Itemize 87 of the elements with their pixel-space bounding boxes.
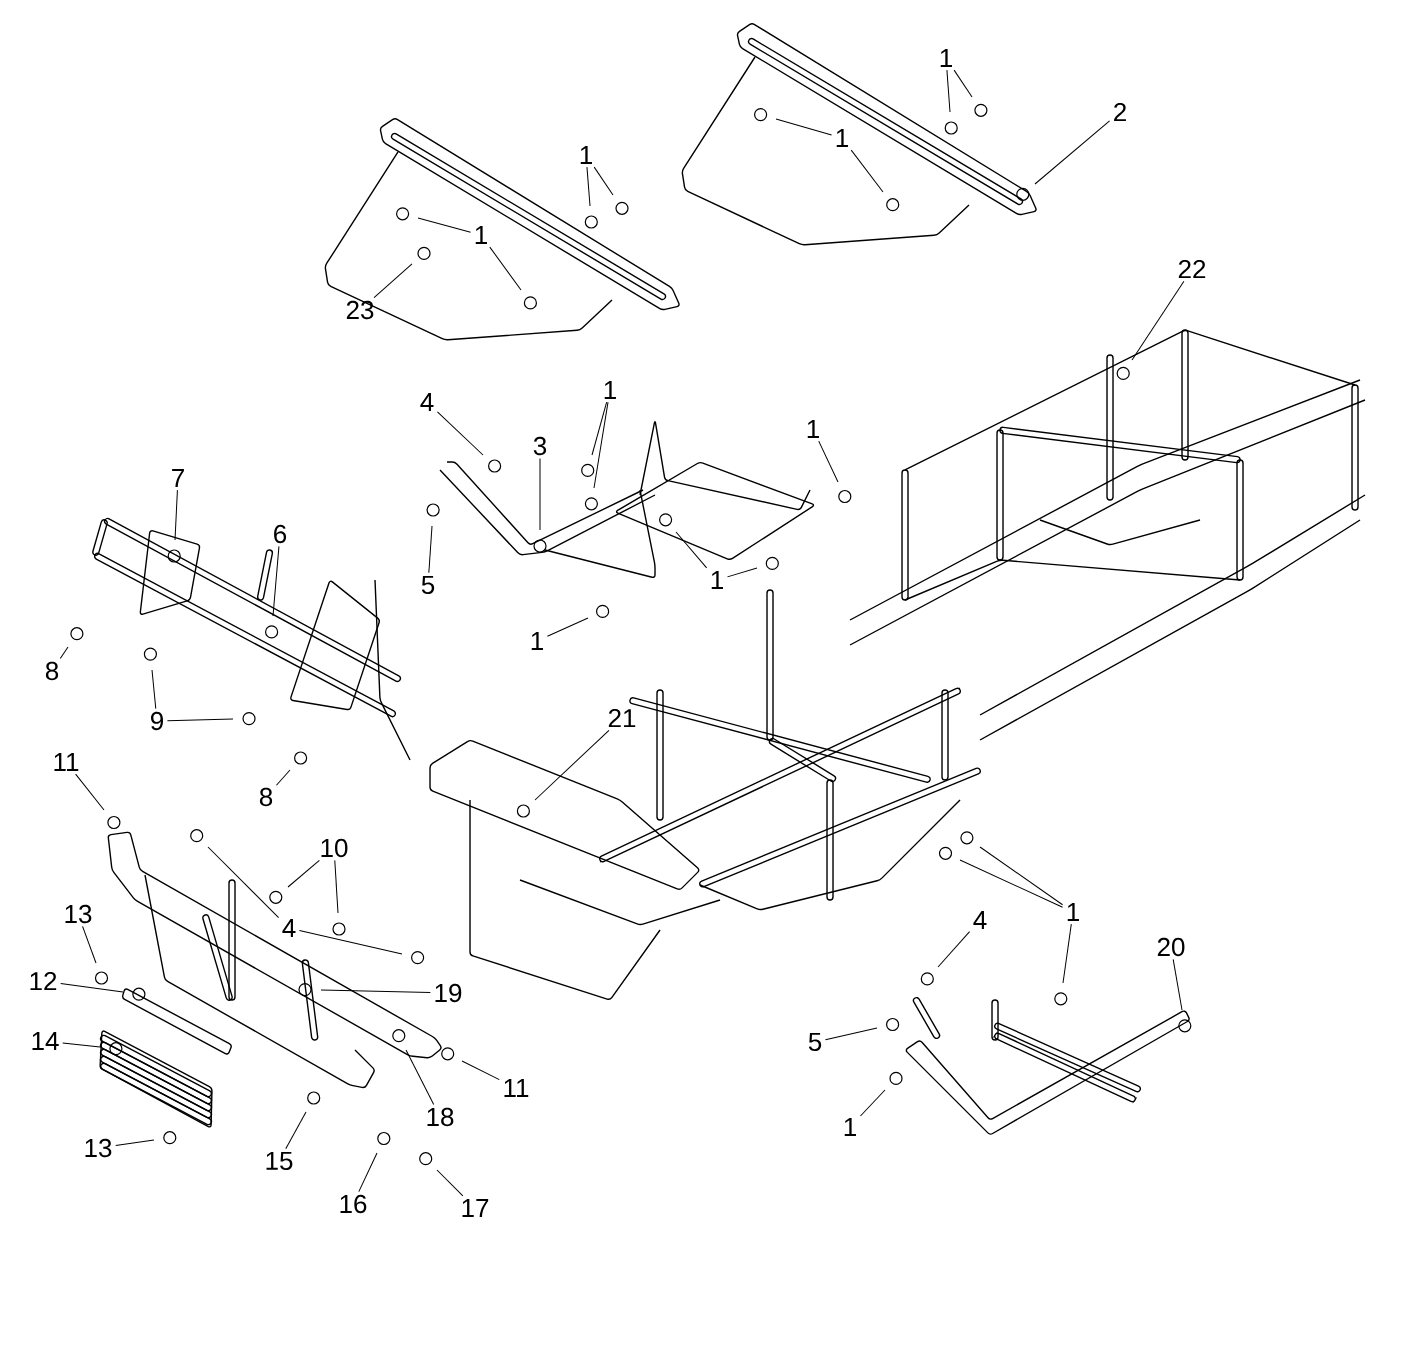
leader-line [405, 1049, 435, 1106]
leader-line [586, 166, 591, 207]
leader-line [675, 531, 708, 569]
leader-line [166, 718, 234, 722]
leader-line [436, 1169, 464, 1197]
callout-number: 19 [435, 983, 462, 1003]
callout-number: 10 [321, 838, 348, 858]
leader-line [207, 846, 280, 919]
leader-line [272, 545, 280, 617]
callout-number: 5 [421, 575, 435, 595]
leader-line [539, 457, 541, 531]
leader-line [320, 989, 431, 994]
callout-number: 1 [604, 381, 616, 399]
leader-line [285, 1111, 307, 1150]
callout-number: 4 [420, 393, 434, 411]
leader-line [775, 118, 833, 136]
callout-number: 5 [808, 1032, 822, 1052]
callout-number: 3 [533, 436, 547, 456]
callout-number: 1 [940, 49, 952, 67]
leader-line [82, 925, 97, 964]
callout-number: 2 [1114, 102, 1126, 122]
callout-number: 4 [282, 919, 296, 937]
callout-number: 9 [151, 711, 163, 731]
leader-line [593, 401, 609, 489]
leader-line [275, 769, 291, 786]
leader-line [59, 646, 69, 660]
leader-line [593, 166, 614, 196]
callout-number: 8 [259, 787, 273, 807]
leader-line [287, 859, 320, 888]
leader-line [859, 1089, 886, 1117]
leader-line [334, 859, 339, 914]
leader-line [726, 567, 758, 578]
leader-line [959, 859, 1064, 908]
callout-number: 1 [531, 632, 543, 650]
callout-number: 4 [973, 911, 987, 929]
leader-line [489, 246, 522, 291]
callout-number: 1 [1067, 903, 1079, 921]
leader-line [979, 846, 1064, 906]
leader-line [461, 1060, 500, 1081]
leader-line [953, 69, 973, 98]
callout-number: 21 [608, 708, 636, 728]
callout-number: 11 [54, 753, 79, 771]
callout-number: 15 [266, 1151, 293, 1171]
callout-number: 7 [172, 469, 184, 487]
leader-line [546, 617, 589, 637]
leader-line [818, 440, 839, 483]
leader-line [358, 1152, 378, 1193]
callout-number: 1 [836, 129, 848, 147]
callout-number: 22 [1178, 259, 1206, 279]
leader-line [591, 401, 608, 456]
callout-number: 1 [711, 571, 723, 589]
callout-number: 20 [1157, 937, 1185, 957]
leader-line [850, 149, 884, 193]
leader-line [75, 773, 105, 811]
leader-line [62, 1042, 101, 1048]
leader-line [115, 1139, 155, 1146]
leader-line [1131, 280, 1185, 361]
callout-number: 12 [30, 971, 57, 991]
leader-line [436, 411, 484, 456]
leader-line [417, 217, 472, 233]
leader-line [1034, 120, 1111, 185]
callout-number: 1 [580, 146, 592, 164]
callout-number: 1 [844, 1118, 856, 1136]
leader-line [373, 263, 413, 299]
leader-line [946, 69, 951, 113]
leader-line [1172, 958, 1183, 1011]
callout-number: 1 [475, 226, 487, 244]
leader-line [428, 525, 433, 574]
leader-line [174, 489, 178, 541]
leader-line [534, 729, 610, 801]
callout-number: 1 [807, 420, 819, 438]
callout-number: 14 [32, 1032, 59, 1050]
leader-line [60, 982, 124, 993]
leader-line [824, 1027, 878, 1041]
callout-number: 18 [427, 1107, 454, 1127]
callout-number: 6 [274, 524, 287, 544]
callout-number: 16 [340, 1194, 367, 1214]
callout-number: 17 [462, 1199, 489, 1217]
callout-number: 8 [45, 661, 59, 681]
callout-number: 13 [65, 904, 92, 924]
leader-line [1062, 923, 1072, 984]
callout-number: 23 [346, 300, 374, 320]
callout-number: 13 [85, 1138, 112, 1158]
leader-line [151, 669, 157, 710]
leader-line [298, 929, 403, 955]
callout-number: 11 [504, 1079, 529, 1097]
leader-line [937, 931, 971, 968]
